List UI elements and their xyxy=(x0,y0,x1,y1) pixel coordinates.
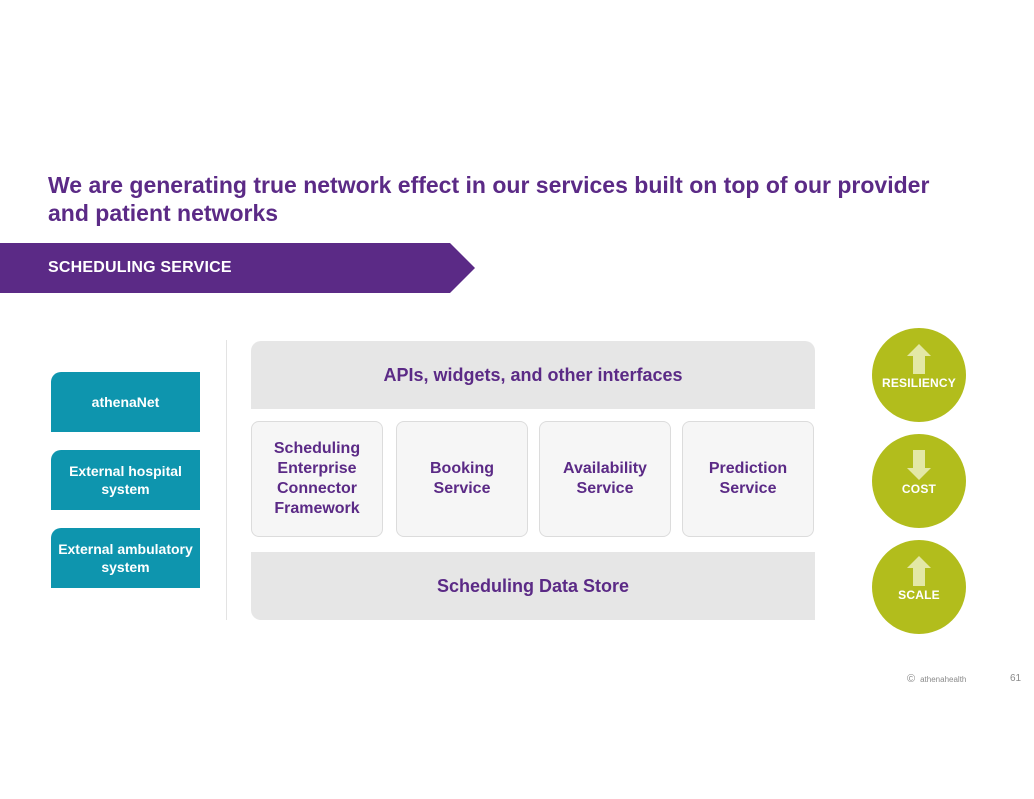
metric-scale: SCALE xyxy=(872,540,966,634)
service-scheduling-enterprise-connector-framework: Scheduling Enterprise Connector Framewor… xyxy=(251,421,383,537)
api-layer: APIs, widgets, and other interfaces xyxy=(251,341,815,409)
metric-resiliency: RESILIENCY xyxy=(872,328,966,422)
slide-title: We are generating true network effect in… xyxy=(48,172,930,226)
brand-name: athenahealth xyxy=(920,675,967,684)
data-store-label: Scheduling Data Store xyxy=(436,575,630,596)
metric-label: SCALE xyxy=(898,588,940,602)
service-prediction: Prediction Service xyxy=(682,421,814,537)
api-layer-label: APIs, widgets, and other interfaces xyxy=(383,364,683,385)
copyright-icon: © xyxy=(907,673,916,685)
source-athenanet: athenaNet xyxy=(51,372,200,432)
footer-brand: © athenahealth xyxy=(907,674,966,685)
service-availability: Availability Service xyxy=(539,421,671,537)
arrow-down-icon xyxy=(907,450,931,480)
section-banner: SCHEDULING SERVICE xyxy=(0,243,475,293)
arrow-up-icon xyxy=(907,556,931,586)
service-booking: Booking Service xyxy=(396,421,528,537)
source-external-ambulatory-system: External ambulatory system xyxy=(51,528,200,588)
metric-label: COST xyxy=(901,482,937,496)
arrow-up-icon xyxy=(907,344,931,374)
data-store-layer: Scheduling Data Store xyxy=(251,552,815,620)
section-banner-label: SCHEDULING SERVICE xyxy=(48,259,232,276)
source-external-hospital-system: External hospital system xyxy=(51,450,200,510)
metric-cost: COST xyxy=(872,434,966,528)
page-number: 61 xyxy=(1010,673,1022,684)
metric-label: RESILIENCY xyxy=(881,376,956,390)
vertical-divider xyxy=(226,340,227,620)
